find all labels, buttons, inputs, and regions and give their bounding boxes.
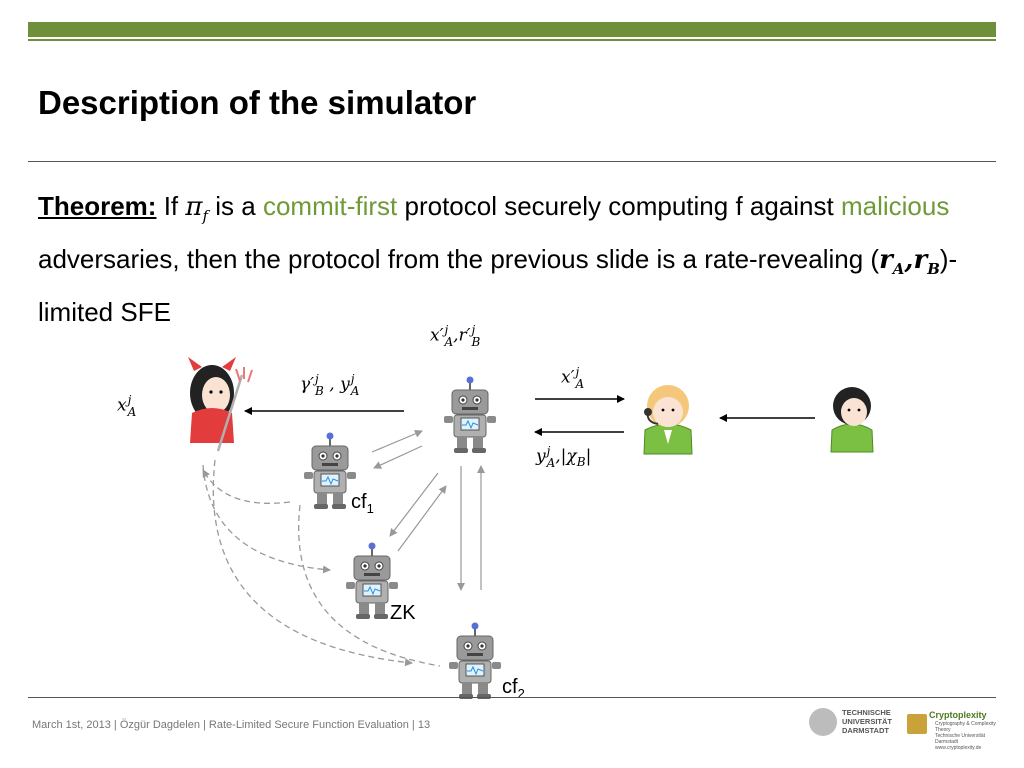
arrow-cf1-to-simulator — [371, 430, 423, 453]
tu-text-line-3: DARMSTADT — [842, 726, 889, 735]
rb-y-sub: A — [546, 456, 556, 470]
right-x-base: x′ — [561, 367, 575, 388]
title-divider — [28, 161, 996, 162]
label-cf1: cf1 — [351, 491, 374, 516]
theorem-statement: Theorem: If πf is a commit-first protoco… — [38, 185, 988, 334]
rb-y-sup: j — [546, 444, 551, 458]
crypto-sub-3: www.cryptoplexity.de — [935, 745, 982, 751]
rb-chi: χ — [566, 446, 577, 467]
malicious-term: malicious — [840, 191, 950, 221]
gamma-sub: B — [315, 384, 324, 398]
label-xA-sup: j — [127, 393, 132, 407]
theorem-text-3: protocol securely computing f against — [397, 191, 841, 221]
theorem-text-2: is a — [208, 191, 263, 221]
rate-b-symbol: r — [913, 245, 928, 276]
dashed-adversary-to-cf2 — [212, 459, 413, 667]
commit-first-term: commit-first — [262, 191, 398, 221]
pi-symbol: π — [185, 192, 203, 222]
tu-text-line-1: TECHNISCHE — [842, 708, 891, 717]
simulator-robot — [443, 375, 497, 454]
theorem-text-5: )-limited SFE — [38, 244, 958, 328]
tu-darmstadt-logo: TECHNISCHE UNIVERSITÄT DARMSTADT — [809, 706, 899, 740]
rate-a-subscript: A — [892, 260, 905, 279]
label-zk: ZK — [390, 602, 416, 624]
theorem-label: Theorem: — [38, 191, 157, 221]
top-x-sup: j — [444, 323, 449, 337]
tu-darmstadt-emblem-icon — [809, 708, 837, 736]
tu-darmstadt-text: TECHNISCHE UNIVERSITÄT DARMSTADT — [842, 708, 892, 735]
right-x-sub: A — [575, 377, 585, 391]
cf2-robot — [448, 621, 502, 700]
cryptoplexity-logo: Cryptoplexity Cryptography & Complexity … — [905, 706, 1000, 751]
arrow-simulator-to-zk — [389, 472, 439, 537]
gamma-sup: j — [315, 372, 319, 386]
arrow-zk-to-simulator — [397, 485, 447, 552]
header-line — [28, 39, 996, 41]
dashed-cf2-to-adversary — [298, 504, 441, 667]
crypto-sub-2: Technische Universität Darmstadt — [935, 733, 986, 745]
cf2-sub: 2 — [517, 686, 525, 701]
lock-icon — [907, 714, 927, 734]
cf2-base: cf — [502, 676, 518, 698]
cf1-base: cf — [351, 491, 367, 513]
theorem-text-1: If — [156, 191, 186, 221]
gamma-base: γ′ — [300, 374, 315, 395]
rb-y-base: y — [536, 446, 546, 467]
top-r-base: r′ — [458, 325, 471, 346]
top-x-base: x′ — [430, 325, 444, 346]
honest-party-operator-figure — [643, 385, 693, 455]
pi-subscript: f — [202, 207, 209, 226]
gamma-y-base: y — [340, 374, 350, 395]
honest-party-user-figure — [830, 387, 874, 453]
header-bar — [28, 22, 996, 37]
right-x-sup: j — [575, 365, 580, 379]
rate-a-symbol: r — [879, 245, 893, 276]
footer-text: March 1st, 2013 | Özgür Dagdelen | Rate-… — [32, 719, 431, 731]
dashed-cf1-to-adversary — [202, 469, 291, 504]
rate-comma: , — [904, 245, 914, 276]
rb-chi-sub: B — [576, 454, 586, 469]
top-x-sub: A — [444, 335, 454, 349]
slide-title: Description of the simulator — [38, 84, 477, 121]
theorem-text-4: adversaries, then the protocol from the … — [38, 244, 880, 275]
tu-text-line-2: UNIVERSITÄT — [842, 717, 893, 726]
top-sep: , — [453, 325, 459, 346]
top-r-sup: j — [471, 323, 476, 337]
rb-end: | — [585, 446, 592, 467]
malicious-adversary-figure — [188, 357, 253, 452]
label-xA-sub: A — [127, 405, 137, 419]
label-xA-base: x — [117, 395, 127, 416]
gamma-sep: , — [323, 374, 341, 395]
arrow-simulator-to-cf1 — [373, 445, 423, 469]
cf1-sub: 1 — [366, 501, 374, 516]
dashed-adversary-to-zk — [202, 464, 331, 574]
rate-b-subscript: B — [927, 260, 940, 279]
label-cf2: cf2 — [502, 676, 525, 701]
gamma-y-sup: j — [350, 372, 355, 386]
cryptoplexity-name: Cryptoplexity — [929, 710, 987, 720]
top-r-sub: B — [471, 335, 481, 349]
gamma-y-sub: A — [350, 384, 360, 398]
footer-divider — [28, 697, 996, 698]
crypto-sub-1: Cryptography & Complexity Theory — [935, 721, 996, 733]
cryptoplexity-subtext: Cryptography & Complexity Theory Technis… — [935, 721, 1000, 751]
rb-rest: ,| — [555, 446, 567, 467]
cf1-robot — [303, 431, 357, 510]
